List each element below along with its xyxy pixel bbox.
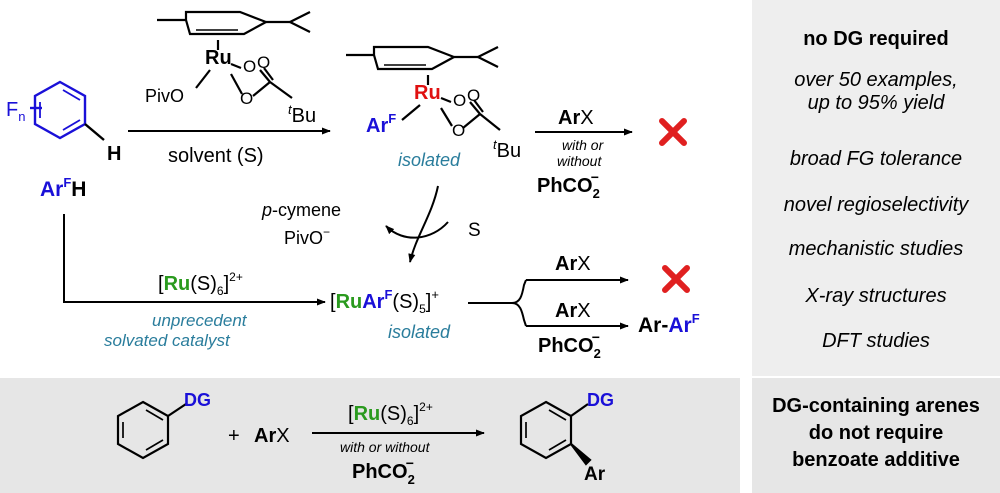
dg-arene-structure xyxy=(116,400,187,460)
top-reagent-o-chelate: O xyxy=(243,57,256,76)
fluoroarene-fn: Fn xyxy=(6,99,25,124)
bottom-with-or-without: with or without xyxy=(340,439,431,455)
solvent-s-label: S xyxy=(468,220,481,241)
arrow-ligand-exchange xyxy=(408,185,439,263)
complex1-isolated: isolated xyxy=(398,150,461,170)
product-ar: Ar xyxy=(584,464,606,485)
branch-bottom-arx: ArX xyxy=(555,300,591,322)
complex1-tbu: tBu xyxy=(493,137,521,162)
highlight-no-dg: no DG required xyxy=(803,28,949,50)
arx-top-without: without xyxy=(557,153,602,169)
dg-note-line-2: do not require xyxy=(808,422,944,444)
complex1-ru: Ru xyxy=(414,82,441,104)
arylated-product-structure xyxy=(519,400,592,466)
bottom-catalyst: [Ru(S)6]2+ xyxy=(348,400,433,428)
pivo-anion-label: PivO− xyxy=(284,225,330,248)
dg-note-line-1: DG-containing arenes xyxy=(772,395,980,417)
branch-bottom-benzoate: PhCO2− xyxy=(538,329,601,361)
complex1-o-lower: O xyxy=(452,121,465,140)
dg-arene-dg: DG xyxy=(184,390,211,410)
solvent-label: solvent (S) xyxy=(168,145,264,167)
fluoroarene-h: H xyxy=(107,143,121,165)
catalyst-note-line-1: unprecedent xyxy=(152,311,248,330)
arx-top-with: with or xyxy=(562,137,605,153)
top-reagent-ru: Ru xyxy=(205,47,232,69)
top-reagent-tbu: tBu xyxy=(288,102,316,127)
top-reagent-o-lower: O xyxy=(240,89,253,108)
complex1-o-chelate: O xyxy=(453,91,466,110)
arrow-ligand-release xyxy=(385,221,449,239)
arx-top-benzoate: PhCO2− xyxy=(537,169,600,201)
no-reaction-cross-branch-icon xyxy=(662,265,690,293)
bottom-arx: ArX xyxy=(254,425,290,447)
pcymene-label: p-cymene xyxy=(261,200,341,220)
bottom-benzoate: PhCO2− xyxy=(352,455,415,487)
arrow-catalyst-path xyxy=(63,214,326,306)
product-dg: DG xyxy=(587,390,614,410)
highlight-dft: DFT studies xyxy=(822,330,930,352)
complex1-arf: ArF xyxy=(366,111,396,137)
dg-note-line-3: benzoate additive xyxy=(792,449,960,471)
highlight-examples: over 50 examples, xyxy=(794,69,958,91)
complex2-formula: [RuArF(S)5]+ xyxy=(330,287,439,316)
highlight-regioselectivity: novel regioselectivity xyxy=(783,194,969,216)
product-ar-arf: Ar-ArF xyxy=(638,311,700,337)
highlight-xray: X-ray structures xyxy=(805,285,947,307)
no-reaction-cross-top-icon xyxy=(659,118,687,146)
fluoroarene-label: ArFH xyxy=(40,175,86,201)
top-reagent-structure xyxy=(157,10,311,99)
highlight-fg-tolerance: broad FG tolerance xyxy=(789,148,963,170)
bottom-plus: + xyxy=(228,425,240,447)
highlight-mechanistic: mechanistic studies xyxy=(788,238,964,260)
branch-connector xyxy=(468,279,527,327)
complex1-structure xyxy=(346,45,501,131)
arx-top-label: ArX xyxy=(558,107,594,129)
branch-top-arx: ArX xyxy=(555,253,591,275)
catalyst-formula: [Ru(S)6]2+ xyxy=(158,270,243,298)
complex2-isolated: isolated xyxy=(388,322,451,342)
top-reagent-o-carbonyl: O xyxy=(257,53,270,72)
dg-note-panel: DG-containing arenes do not require benz… xyxy=(752,378,1000,493)
catalyst-note-line-2: solvated catalyst xyxy=(104,331,231,350)
top-reagent-pivo: PivO xyxy=(145,86,184,106)
complex1-o-carbonyl: O xyxy=(467,86,480,105)
fluoroarene-structure xyxy=(30,80,105,141)
highlight-yield: up to 95% yield xyxy=(807,92,945,114)
highlights-panel: no DG required over 50 examples, up to 9… xyxy=(752,0,1000,376)
